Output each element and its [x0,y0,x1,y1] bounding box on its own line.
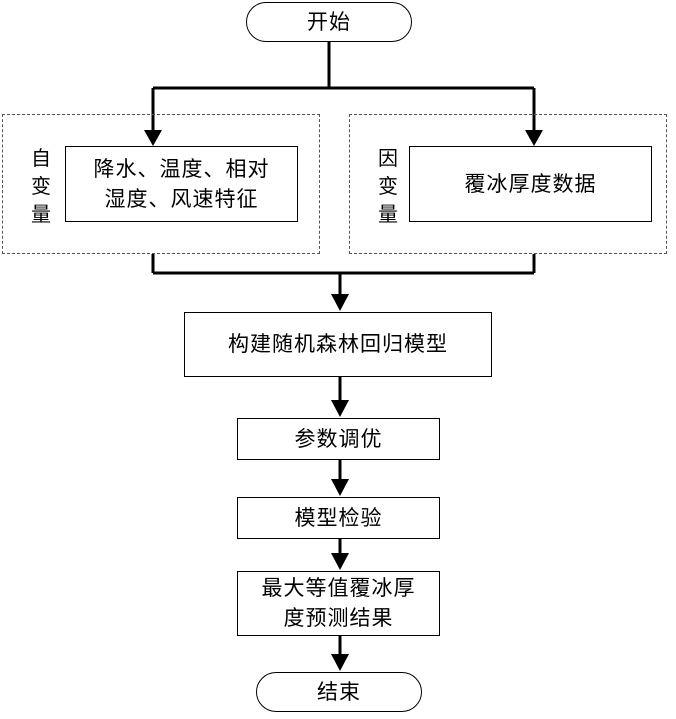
prediction-line: 度预测结果 [283,605,394,630]
start-label: 开始 [307,9,351,34]
arrow-to-prediction [331,553,349,570]
validation-label: 模型检验 [294,505,383,530]
dependent-content: 覆冰厚度数据 [464,171,597,196]
tuning-label: 参数调优 [294,426,383,451]
build-model-node: 构建随机森林回归模型 [184,312,492,377]
dependent-label-char: 因 [378,146,398,170]
arrow-to-build-model [331,294,349,311]
prediction-line: 最大等值覆冰厚 [261,576,416,601]
validation-node: 模型检验 [237,497,440,539]
dependent-variable-label: 因 变 量 [375,144,401,228]
independent-variable-node: 降水、温度、相对 湿度、风速特征 [65,146,298,222]
arrow-to-independent [144,130,162,146]
independent-label-char: 自 [31,146,51,170]
independent-content-line: 湿度、风速特征 [104,187,259,211]
arrow-to-tuning [331,400,349,417]
dependent-label-char: 变 [378,174,398,198]
end-node: 结束 [256,672,422,712]
tuning-node: 参数调优 [237,418,440,460]
independent-label-char: 量 [31,202,51,226]
arrow-to-validation [331,479,349,496]
independent-variable-group [2,114,320,254]
build-model-label: 构建随机森林回归模型 [228,332,448,357]
arrow-to-dependent [525,130,543,146]
start-node: 开始 [246,2,412,42]
dependent-variable-group [349,114,667,254]
arrow-to-end [331,654,349,671]
independent-content-line: 降水、温度、相对 [93,156,270,181]
end-label: 结束 [317,679,361,704]
dependent-label-char: 量 [378,202,398,226]
prediction-node: 最大等值覆冰厚 度预测结果 [237,571,440,636]
independent-label-char: 变 [31,174,51,198]
independent-variable-label: 自 变 量 [28,144,54,228]
dependent-variable-node: 覆冰厚度数据 [409,146,652,222]
